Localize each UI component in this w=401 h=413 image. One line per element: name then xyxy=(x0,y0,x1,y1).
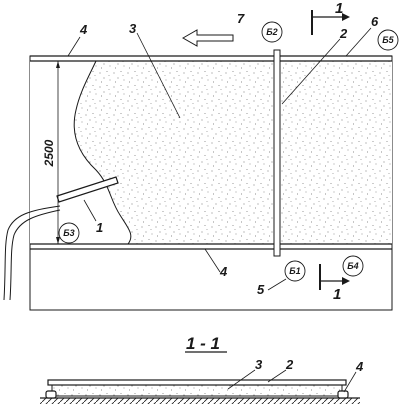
circle-label-b4: Б4 xyxy=(342,255,364,277)
leader-2 xyxy=(281,38,341,105)
plan-view: 2500 1 1 Б2 Б5 Б3 Б1 Б4 xyxy=(3,0,399,311)
dimension-arrow-bottom xyxy=(56,237,60,244)
pour-front-curve xyxy=(73,60,132,245)
section-marker-bottom-arrowhead xyxy=(342,277,350,285)
dimension-arrow-top xyxy=(56,61,60,68)
section-marker-top-arrowhead xyxy=(342,13,350,21)
section-view: 1 - 1 3 2 4 xyxy=(40,334,364,404)
vibrator-hose xyxy=(3,205,61,301)
circle-label-b2: Б2 xyxy=(261,21,283,43)
callout-4-top: 4 xyxy=(79,22,88,37)
svg-text:Б5: Б5 xyxy=(382,35,394,45)
section-marker-bottom-label: 1 xyxy=(333,286,341,303)
section-callout-2: 2 xyxy=(285,357,294,372)
callout-6: 6 xyxy=(371,14,379,29)
svg-text:Б2: Б2 xyxy=(266,27,277,37)
svg-text:Б1: Б1 xyxy=(289,266,300,276)
leader-3 xyxy=(136,32,181,119)
svg-text:Б3: Б3 xyxy=(63,228,74,238)
circle-label-b1: Б1 xyxy=(284,260,306,282)
callout-3: 3 xyxy=(129,21,137,36)
section-rail-left xyxy=(45,390,57,399)
callout-7: 7 xyxy=(237,11,245,26)
callout-5: 5 xyxy=(257,282,265,297)
section-callout-4: 4 xyxy=(355,359,364,374)
section-screed-beam xyxy=(47,379,347,386)
leader-6 xyxy=(345,27,372,57)
section-callout-3: 3 xyxy=(255,357,263,372)
section-leader-2 xyxy=(267,369,287,383)
callout-2: 2 xyxy=(339,26,348,41)
section-leader-4 xyxy=(343,371,357,393)
screed-beam xyxy=(273,49,281,257)
leader-4-top xyxy=(67,36,81,57)
leader-1 xyxy=(83,199,97,222)
section-rail-right xyxy=(337,390,349,399)
section-title: 1 - 1 xyxy=(186,334,220,353)
direction-arrow xyxy=(181,29,234,47)
callout-4-bottom: 4 xyxy=(219,264,228,279)
circle-label-b5: Б5 xyxy=(377,29,399,51)
section-marker-top-label: 1 xyxy=(335,0,343,17)
svg-text:Б4: Б4 xyxy=(347,261,358,271)
callout-1: 1 xyxy=(96,220,103,235)
ground-hatching xyxy=(40,398,360,404)
unpoured-area xyxy=(30,61,131,244)
leader-5 xyxy=(267,278,287,291)
section-leader-3 xyxy=(227,369,256,390)
vibrator-hose-2 xyxy=(9,209,61,301)
circle-label-b3: Б3 xyxy=(58,222,80,244)
leader-4-bottom xyxy=(204,248,221,273)
dimension-label: 2500 xyxy=(42,139,56,167)
